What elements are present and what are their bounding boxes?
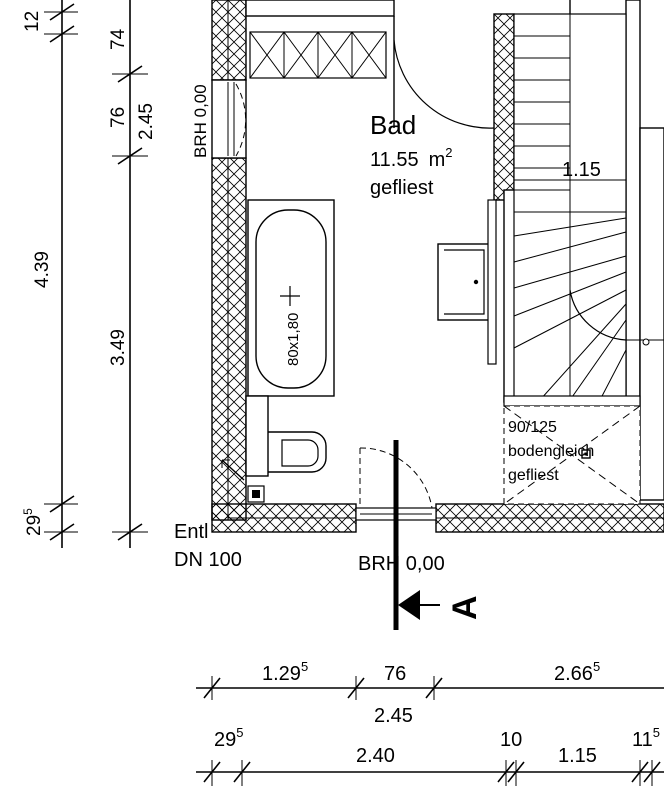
left-dimension-lines (44, 0, 148, 548)
top-wall (245, 0, 395, 17)
dim-left-349: 3.49 (108, 329, 129, 366)
dim-left-29: 295 (21, 508, 45, 536)
dim-left-29-value: 29 (24, 515, 45, 536)
right-wall (639, 127, 664, 501)
dim-left-245: 2.45 (136, 103, 157, 140)
shelf-unit (249, 31, 387, 79)
dim-bottom-129: 1.295 (262, 659, 308, 685)
room-area-exp: 2 (445, 145, 452, 160)
washbasin (437, 199, 497, 365)
room-finish: gefliest (370, 177, 434, 199)
dim-bottom-266-value: 2.66 (554, 663, 593, 685)
door-brh-label: BRH 0,00 (358, 553, 445, 575)
dim-bottom-29: 295 (214, 725, 243, 751)
walls (211, 0, 664, 533)
dim-bottom-115: 1.15 (558, 745, 597, 767)
dim-left-76: 76 (108, 107, 129, 128)
section-line (393, 440, 440, 630)
stair-width-label: 1.15 (562, 159, 601, 181)
stair-wall-left (493, 13, 515, 201)
shower (503, 405, 641, 505)
room-area: 11.55 m2 (370, 145, 452, 171)
dim-bottom-11-value: 11 (632, 729, 653, 751)
dim-left-74: 74 (108, 28, 129, 50)
dim-bottom-245: 2.45 (374, 705, 413, 727)
dim-bottom-266-sup: 5 (593, 659, 600, 674)
dim-bottom-129-value: 1.29 (262, 663, 301, 685)
dim-left-29-sup: 5 (21, 508, 35, 515)
room-area-value: 11.55 (370, 149, 419, 171)
dim-left-439: 4.39 (32, 251, 53, 288)
section-letter: A (446, 595, 484, 620)
room-area-unit: m (429, 149, 446, 171)
window-left (211, 79, 247, 159)
dim-bottom-240: 2.40 (356, 745, 395, 767)
bathtub-size-label: 80x1,80 (285, 313, 302, 366)
dim-bottom-76: 76 (384, 663, 406, 685)
top-door (393, 16, 495, 129)
room-name: Bad (370, 110, 416, 140)
drain-label-line2: DN 100 (174, 549, 242, 571)
bathtub (247, 199, 335, 397)
dim-bottom-11-sup: 5 (653, 725, 660, 740)
window-brh-label: BRH 0,00 (191, 84, 210, 158)
drain-label-line1: Entl (174, 521, 208, 543)
dim-bottom-10: 10 (500, 729, 522, 751)
dim-bottom-11: 115 (632, 725, 660, 751)
dim-bottom-29-value: 29 (214, 729, 236, 751)
toilet (245, 395, 327, 477)
bottom-dimension-lines (196, 676, 664, 786)
shower-finish-label: gefliest (508, 467, 559, 484)
left-wall-upper (211, 0, 247, 81)
dim-bottom-29-sup: 5 (236, 725, 243, 740)
dim-bottom-266: 2.665 (554, 659, 600, 685)
shower-type-label: bodengleich (508, 443, 594, 460)
staircase (503, 0, 664, 407)
dim-bottom-129-sup: 5 (301, 659, 308, 674)
shower-size-label: 90/125 (508, 419, 557, 436)
drain-pipe (221, 459, 265, 503)
dim-left-12: 12 (22, 11, 43, 32)
